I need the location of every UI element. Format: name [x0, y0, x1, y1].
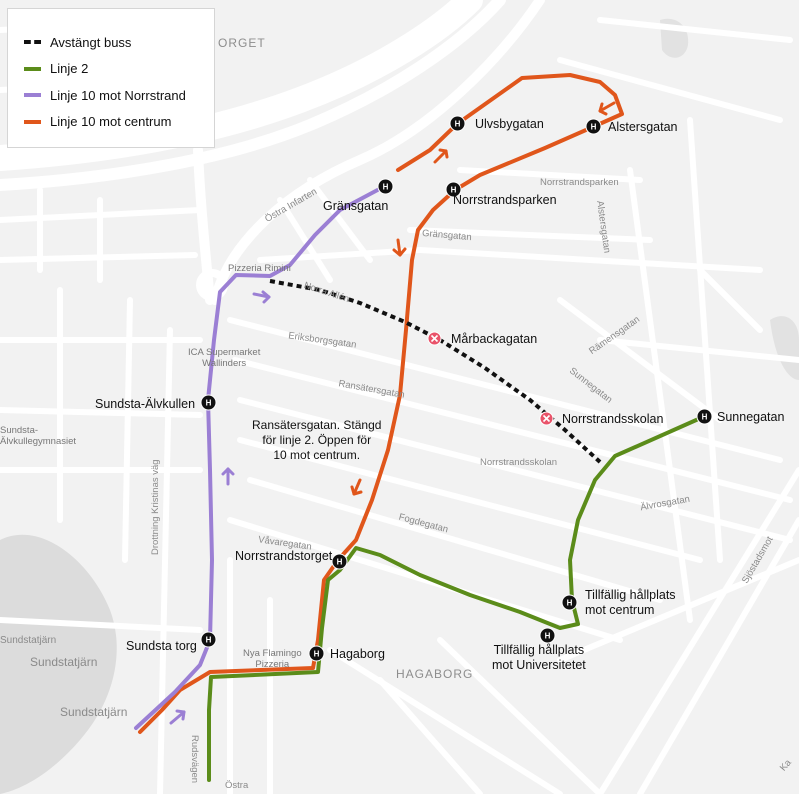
direction-arrows — [169, 101, 616, 725]
stop-label-gransgatan: Gränsgatan — [323, 199, 389, 213]
bus-stop-icon-norrstrandstorget[interactable]: H — [331, 553, 348, 570]
poi-line: Pizzeria — [255, 659, 290, 670]
route-line10-norrstrand — [134, 184, 387, 730]
closed-stop-label-norrstrandsskolan: Norrstrandsskolan — [562, 412, 664, 426]
poi-line: ICA Supermarket — [188, 347, 261, 358]
legend-swatch-line2 — [24, 66, 41, 71]
poi-line: Nya Flamingo — [243, 648, 302, 659]
close-icon — [542, 414, 551, 423]
highway — [0, 0, 545, 305]
bus-stop-icon-hagaborg[interactable]: H — [308, 645, 325, 662]
water-label-sundstatjarn-2: Sundstatjärn — [30, 655, 98, 669]
street-label-rudsvagen: Rudsvägen — [189, 735, 200, 784]
arrow-icon-purple-right — [252, 290, 271, 304]
stop-label-line: Tillfällig hållplats — [585, 588, 676, 602]
legend-swatch-closed — [24, 40, 41, 45]
arrow-icon-orange-sw — [350, 478, 363, 496]
arrow-icon-purple-up — [221, 467, 235, 486]
water-label-sundstatjarn-3: Sundstatjärn — [60, 705, 128, 719]
bus-stop-icon-norrstrandsparken[interactable]: H — [445, 181, 462, 198]
bus-stop-icon-sundsta-torg[interactable]: H — [200, 631, 217, 648]
stop-label-norrstrandstorget: Norrstrandstorget — [235, 549, 333, 563]
street-label-norrstrandsparken: Norrstrandsparken — [540, 177, 619, 188]
poi-line: Älvkullegymnasiet — [0, 436, 77, 447]
stop-label-tillfallig-centrum: Tillfällig hållplats mot centrum — [585, 588, 676, 618]
stop-label-ulvsbygatan: Ulvsbygatan — [475, 117, 544, 131]
poi-label-nya-flamingo: Nya Flamingo Pizzeria — [243, 648, 302, 670]
bus-stop-icon-gransgatan[interactable]: H — [377, 178, 394, 195]
note-line: 10 mot centrum. — [273, 448, 361, 462]
stop-label-sundsta-alvkullen: Sundsta-Älvkullen — [95, 397, 196, 411]
close-icon — [430, 334, 439, 343]
stop-label-hagaborg: Hagaborg — [330, 647, 385, 661]
legend-item-closed: Avstängt buss — [24, 29, 198, 56]
poi-label-pizzeria-rimini: Pizzeria Rimini — [228, 263, 291, 274]
water-right — [770, 316, 799, 380]
route-line2 — [207, 415, 705, 782]
poi-line: Sundsta- — [0, 425, 39, 436]
water-label-sundstatjarn-1: Sundstatjärn — [0, 635, 57, 646]
closed-stop-icon-norrstrandsskolan[interactable] — [539, 411, 554, 426]
closed-stop-label-marbackagatan: Mårbackagatan — [451, 332, 538, 346]
poi-label-ica: ICA Supermarket Wallinders — [188, 347, 260, 369]
legend-label: Avstängt buss — [50, 34, 132, 50]
stop-label-line: mot centrum — [585, 603, 655, 617]
arrow-icon-orange-down — [392, 238, 407, 257]
bus-stop-icon-tillfallig-universitetet[interactable]: H — [539, 627, 556, 644]
roads — [0, 17, 799, 794]
water-sundstatjarn — [0, 534, 117, 794]
stop-label-alstersgatan: Alstersgatan — [608, 120, 678, 134]
legend-item-line10-centrum: Linje 10 mot centrum — [24, 109, 198, 136]
street-label-ostra: Östra — [225, 780, 249, 791]
legend-swatch-line10-centrum — [24, 119, 41, 124]
bus-stop-icon-ulvsbygatan[interactable]: H — [449, 115, 466, 132]
closure-note: Ransätersgatan. Stängd för linje 2. Öppe… — [252, 418, 381, 463]
poi-line: Wallinders — [202, 358, 247, 369]
legend-item-line10-norrstrand: Linje 10 mot Norrstrand — [24, 82, 198, 109]
stop-label-sundsta-torg: Sundsta torg — [126, 639, 197, 653]
legend-label: Linje 2 — [50, 61, 89, 77]
bus-stop-icon-sunnegatan[interactable]: H — [696, 408, 713, 425]
bus-stop-icon-sundsta-alvkullen[interactable]: H — [200, 394, 217, 411]
stop-label-line: mot Universitetet — [492, 658, 586, 672]
district-label-hagaborg: HAGABORG — [396, 667, 474, 681]
note-line: Ransätersgatan. Stängd — [252, 418, 382, 432]
arrow-icon-orange-sw-top — [598, 101, 616, 116]
district-label-torget: ORGET — [218, 36, 266, 50]
legend-label: Linje 10 mot Norrstrand — [50, 87, 186, 103]
arrow-icon-purple-ne — [169, 709, 186, 725]
stop-label-line: Tillfällig hållplats — [493, 643, 585, 657]
stop-label-sunnegatan: Sunnegatan — [717, 410, 785, 424]
legend: Avstängt buss Linje 2 Linje 10 mot Norrs… — [7, 8, 215, 148]
arrow-icon-orange-ne — [433, 148, 449, 164]
closed-stop-icon-marbackagatan[interactable] — [427, 331, 442, 346]
stop-label-tillfallig-universitetet: Tillfällig hållplats mot Universitetet — [492, 643, 586, 673]
street-label-norrstrandsskolan: Norrstrandsskolan — [480, 457, 558, 468]
note-line: för linje 2. Öppen för — [262, 433, 372, 447]
poi-label-sundsta-gymnasiet: Sundsta- Älvkullegymnasiet — [0, 425, 76, 447]
bus-stop-icon-alstersgatan[interactable]: H — [585, 118, 602, 135]
legend-swatch-line10-norrstrand — [24, 93, 41, 98]
legend-label: Linje 10 mot centrum — [50, 114, 172, 130]
street-label-drottning-kristinas-vag: Drottning Kristinas väg — [150, 459, 161, 555]
legend-item-line2: Linje 2 — [24, 56, 198, 83]
stop-label-norrstrandsparken: Norrstrandsparken — [453, 193, 557, 207]
bus-stop-icon-tillfallig-centrum[interactable]: H — [561, 594, 578, 611]
